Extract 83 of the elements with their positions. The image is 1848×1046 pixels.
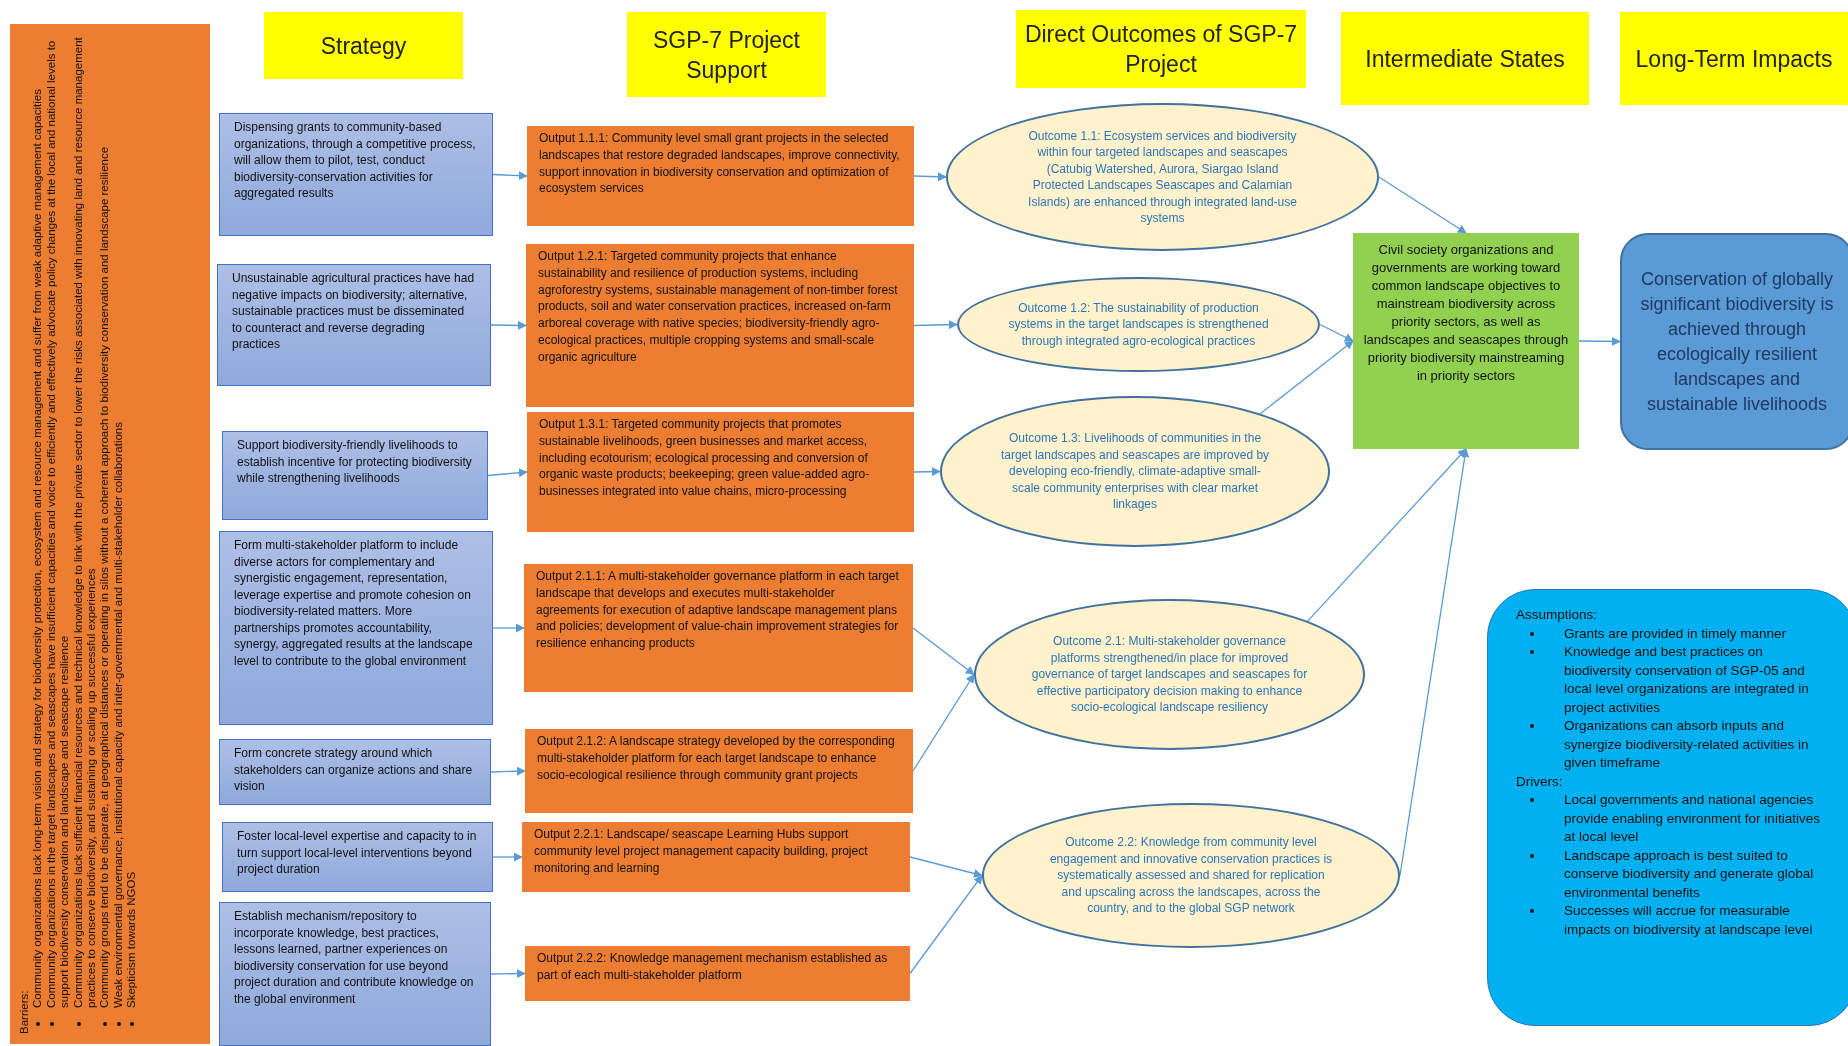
- output-box: [522, 822, 910, 892]
- node-text: Foster local-level expertise and capacity to in turn support local-level interventions beyond project duration: [237, 828, 478, 878]
- list-heading: Barriers:: [18, 989, 31, 1034]
- arrow: [492, 623, 525, 633]
- node-text: Outcome 1.1: Ecosystem services and biodiversity within four targeted landscapes and seascapes (Catubig Watershed, Aurora, Siargao Island Protected Landscapes Seascapes and Calamian Islands) are enhanced through integrated land-use systems: [1027, 127, 1298, 227]
- node-text: Output 2.2.1: Landscape/ seascape Learning Hubs support community level project management capacity building, project monitoring and learning: [534, 826, 869, 877]
- assumptions-box: [1487, 589, 1848, 1026]
- node-text: Civil society organizations and governments are working toward common landscape objectives to mainstream biodiversity across priority sectors, as well as landscapes and seascapes through priority biodiversity mainstreaming in priority sectors: [1362, 241, 1570, 385]
- node-text: Establish mechanism/repository to incorporate knowledge, best practices, lessons learned, partner experiences on biodiversity conservation for use beyond project duration and contribute knowledge on the global environment: [234, 908, 475, 1007]
- column-header: [1620, 12, 1848, 105]
- bullet-text: Knowledge and best practices on biodiversity conservation of SGP-05 and local level organizations are integrated in project activities: [1564, 643, 1810, 717]
- arrow: [490, 969, 526, 979]
- arrow: [1378, 176, 1467, 234]
- arrow: [913, 172, 947, 182]
- bullet-text: Community groups tend to be disparate, at geographical distances or operating in silos without a coherent approach to biodiversity conservation and landscape resilience: [98, 146, 112, 1008]
- column-header: [1016, 10, 1306, 88]
- bullet-text: Organizations can absorb inputs and synergize biodiversity-related activities in given timeframe: [1564, 717, 1810, 772]
- output-box: [526, 244, 914, 407]
- arrow: [913, 320, 958, 330]
- node-text: Support biodiversity-friendly livelihoods to establish incentive for protecting biodiversity while strengthening livelihoods: [237, 437, 473, 487]
- node-text: SGP-7 Project Support: [652, 25, 801, 85]
- column-header: [627, 12, 826, 97]
- node-text: Output 1.2.1: Targeted community projects that enhance sustainability and resilience of production systems, including agroforestry systems, sustainable management of non-timber forest products, soil and water conservation practices, increased on-farm arboreal coverage with native species; biodiversity-friendly agro-ecological practices, multiple cropping systems and small-scale organic agriculture: [538, 248, 899, 366]
- node-text: Unsustainable agricultural practices have had negative impacts on biodiversity; alternative, sustainable practices must be disseminated to counteract and reverse degrading practices: [232, 270, 476, 353]
- bullet-text: Successes will accrue for measurable impacts on biodiversity at landscape level: [1564, 902, 1814, 939]
- arrow: [487, 468, 528, 478]
- arrow: [1319, 323, 1354, 342]
- strategy-box: [219, 902, 491, 1046]
- arrow: [1578, 336, 1621, 346]
- node-text: Output 2.1.2: A landscape strategy developed by the corresponding multi-stakeholder platform for each target landscape to enhance socio-ecological resilience through community grant projects: [537, 733, 896, 784]
- arrow: [492, 171, 528, 181]
- arrow: [912, 673, 975, 772]
- node-text: Output 2.1.1: A multi-stakeholder governance platform in each target landscape that develops and executes multi-stakeholder agreements for execution of adaptive landscape management plans and policies; development of value-chain improvement strategies for resilience enhancing products: [536, 568, 900, 652]
- node-text: Dispensing grants to community-based organizations, through a competitive process, will allow them to pilot, test, conduct biodiversity-conservation activities for aggregated results: [234, 119, 477, 202]
- barriers-panel: [10, 24, 210, 1044]
- node-text: Outcome 2.1: Multi-stakeholder governance platforms strengthened/in place for improved governance of target landscapes and seascapes for effective participatory decision making to enhance socio-ecological landscape resiliency: [1030, 633, 1309, 716]
- bullet-text: Local governments and national agencies provide enabling environment for initiatives at local level: [1564, 791, 1821, 846]
- arrow: [913, 467, 941, 477]
- bullet-text: Community organizations lack long-term vision and strategy for biodiversity protection, ecosystem and resource management and suffer from weak adaptive management capacities: [31, 89, 45, 1008]
- bullet-text: Community organizations lack sufficient financial resources and technical knowledge to link with the private sector to lower the risks associated with innovating land and resource management practices to conserve biodiversity, and sustaining or scaling up successful experiences: [71, 36, 99, 1008]
- bullet-text: Grants are provided in timely manner: [1564, 624, 1787, 643]
- node-text: Outcome 1.3: Livelihoods of communities in the target landscapes and seascapes are improved by developing eco-friendly, climate-adaptive small-scale community enterprises with clear market linkages: [999, 430, 1271, 513]
- arrow: [912, 627, 975, 676]
- bullet-text: Skepticism towards NGOS: [125, 871, 139, 1008]
- arrow: [1259, 340, 1354, 415]
- node-text: Strategy: [320, 31, 407, 61]
- node-text: Output 1.3.1: Targeted community projects that promotes sustainable livelihoods, green businesses and market access, including ecotourism; ecological processing and conversion of organic waste products; beekeeping; green value-added agro-businesses integrated into value chains, micro-processing: [539, 416, 871, 500]
- strategy-box: [219, 113, 493, 236]
- bullet-text: Weak environmental governance, institutional capacity and inter-governmental and multi-stakeholder collaborations: [111, 422, 125, 1008]
- list-heading: Assumptions:: [1516, 606, 1599, 624]
- node-text: Output 1.1.1: Community level small grant projects in the selected landscapes that restore degraded landscapes, improve connectivity, support innovation in biodiversity conservation and optimization of ecosystem services: [539, 130, 901, 198]
- node-text: Form concrete strategy around which stakeholders can organize actions and share vision: [234, 745, 474, 795]
- output-box: [525, 946, 910, 1001]
- node-text: Output 2.2.2: Knowledge management mechanism established as part of each multi-stakeholder platform: [537, 950, 889, 984]
- node-text: Intermediate States: [1365, 44, 1565, 74]
- node-text: Conservation of globally significant biodiversity is achieved through ecologically resilient landscapes and sustainable livelihoods: [1639, 267, 1835, 416]
- column-header: [1341, 12, 1589, 105]
- strategy-box: [222, 822, 493, 892]
- arrow: [490, 320, 527, 330]
- strategy-box: [219, 531, 493, 725]
- node-text: Outcome 1.2: The sustainability of production systems in the target landscapes is strengthened through integrated agro-ecological practices: [1007, 299, 1270, 350]
- intermediate-state-box: [1353, 233, 1579, 449]
- column-header: [264, 12, 463, 79]
- output-box: [527, 412, 914, 532]
- node-text: Direct Outcomes of SGP-7 Project: [1024, 20, 1298, 79]
- output-box: [525, 729, 913, 813]
- arrow: [492, 852, 523, 862]
- arrow: [909, 856, 983, 878]
- output-box: [524, 564, 913, 692]
- impact-box: [1620, 233, 1848, 450]
- strategy-box: [219, 739, 491, 805]
- output-box: [527, 126, 914, 226]
- bullet-text: Community organizations in the target landscapes and seascapes have insufficient capacities and voice to efficiently and effectively advocate policy changes at the local and national levels to support biodiversity conservation and landscape and seascape resilience: [44, 39, 72, 1008]
- node-text: Outcome 2.2: Knowledge from community level engagement and innovative conservation practices is systematically assessed and shared for replication and upscaling across the landscapes, across the country, and to the global SGP network: [1048, 834, 1334, 917]
- bullet-text: Landscape approach is best suited to conserve biodiversity and generate global environmental benefits: [1564, 846, 1815, 902]
- node-text: Form multi-stakeholder platform to include diverse actors for complementary and synergistic engagement, representation, leverage expertise and promote cohesion on biodiversity-related matters. More partnerships promotes accountability, synergy, aggregated results at the landscape level to contribute to the global environment: [234, 537, 474, 669]
- strategy-box: [222, 431, 488, 520]
- list-heading: Drivers:: [1516, 772, 1564, 791]
- arrow: [490, 766, 526, 776]
- node-text: Long-Term Impacts: [1635, 44, 1833, 74]
- arrow: [1307, 448, 1467, 622]
- arrow: [909, 874, 983, 975]
- strategy-box: [217, 264, 491, 386]
